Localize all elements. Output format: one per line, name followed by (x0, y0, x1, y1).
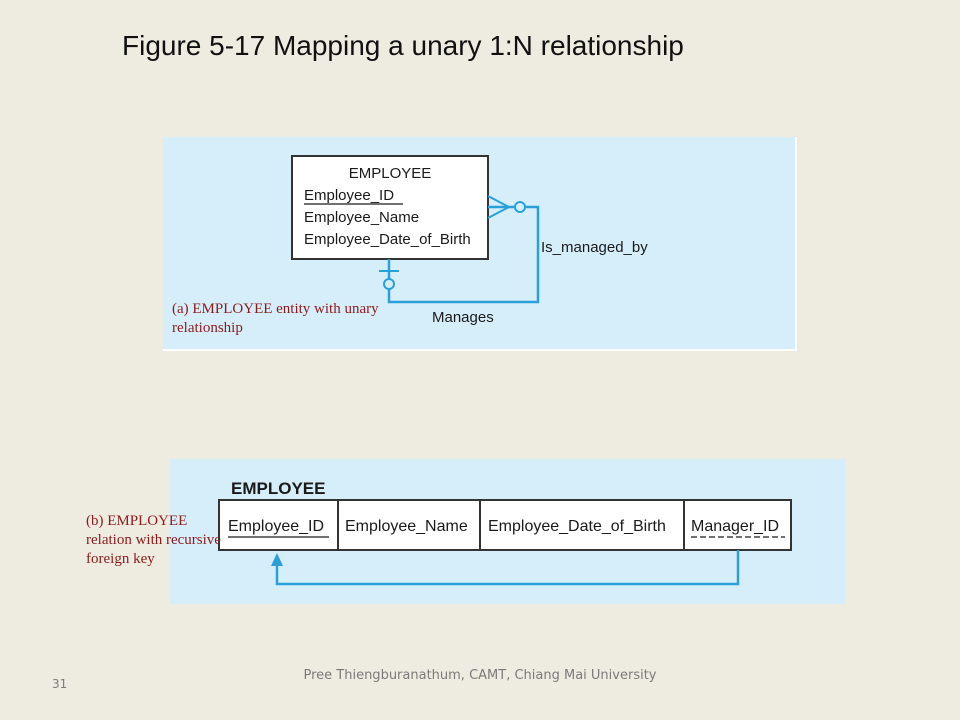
caption-b: (b) EMPLOYEE relation with recursive for… (86, 513, 221, 567)
foreign-key-arrow (275, 550, 740, 586)
arrowhead-icon (271, 553, 283, 566)
footer-text: Pree Thiengburanathum, CAMT, Chiang Mai … (303, 668, 657, 683)
page-number: 31 (52, 677, 68, 691)
column-employee-name: Employee_Name (345, 518, 468, 535)
employee-entity: EMPLOYEE Employee_ID Employee_Name Emplo… (291, 155, 489, 260)
slide-title: Figure 5-17 Mapping a unary 1:N relation… (122, 30, 684, 61)
relation-box (218, 499, 792, 551)
column-employee-dob: Employee_Date_of_Birth (488, 518, 666, 535)
entity-attr-id: Employee_ID (304, 187, 394, 204)
relation-table: Employee_ID Employee_Name Employee_Date_… (218, 499, 792, 551)
crows-foot-icon (487, 195, 526, 219)
entity-name: EMPLOYEE (349, 165, 432, 182)
label-is-managed-by: Is_managed_by (541, 239, 648, 256)
column-manager-id: Manager_ID (691, 518, 779, 535)
column-employee-id: Employee_ID (228, 518, 324, 535)
entity-attr-name: Employee_Name (304, 209, 419, 226)
one-optional-icon (379, 270, 399, 290)
entity-attr-dob: Employee_Date_of_Birth (304, 231, 471, 248)
caption-a: (a) EMPLOYEE entity with unary relations… (172, 301, 379, 336)
relation-name: EMPLOYEE (231, 479, 325, 498)
label-manages: Manages (432, 309, 494, 326)
